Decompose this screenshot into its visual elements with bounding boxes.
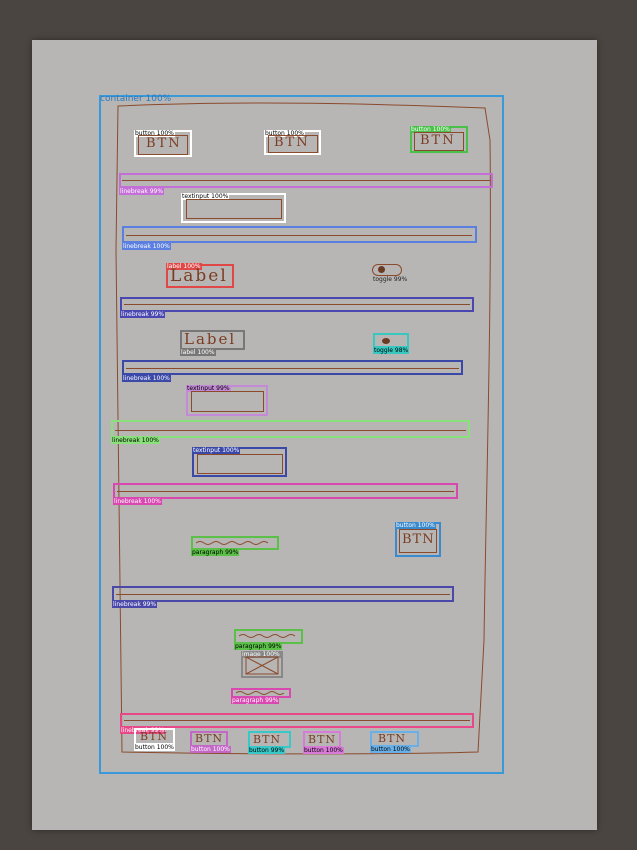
top-button-1-text: BTN	[146, 136, 182, 151]
bottom-button-5-text: BTN	[378, 732, 407, 745]
label-1-tag: label 100%	[166, 263, 202, 270]
linebreak-1-tag: linebreak 99%	[119, 188, 165, 195]
bottom-button-1-text: BTN	[140, 730, 169, 743]
linebreak-1	[119, 173, 493, 188]
linebreak-2-stroke	[126, 235, 472, 236]
image-1-tag: image 100%	[241, 651, 281, 658]
linebreak-6-stroke	[117, 491, 454, 492]
textinput-1[interactable]	[181, 193, 286, 223]
linebreak-3	[120, 297, 474, 312]
linebreak-4-tag: linebreak 100%	[122, 375, 171, 382]
bottom-button-4-text: BTN	[308, 733, 337, 746]
top-button-1-tag: button 100%	[134, 130, 175, 137]
button-right-tag: button 100%	[395, 522, 436, 529]
linebreak-5-stroke	[115, 430, 466, 431]
bottom-button-5-tag: button 100%	[370, 746, 411, 753]
top-button-3-tag: button 100%	[410, 126, 451, 133]
textinput-1-sketch	[186, 199, 282, 219]
linebreak-3-tag: linebreak 99%	[120, 311, 166, 318]
linebreak-1-stroke	[122, 180, 490, 181]
bottom-button-3-tag: button 99%	[248, 747, 286, 754]
button-right-text: BTN	[402, 532, 435, 547]
paragraph-2-scribble	[238, 634, 296, 638]
label-1-text: Label	[170, 266, 228, 286]
linebreak-5-tag: linebreak 100%	[111, 437, 160, 444]
label-2-tag: label 100%	[180, 349, 216, 356]
paragraph-2-tag: paragraph 99%	[234, 643, 283, 650]
button-right-sketch	[399, 529, 437, 553]
linebreak-7-stroke	[116, 594, 450, 595]
linebreak-3-stroke	[124, 304, 470, 305]
paragraph-3-tag: paragraph 99%	[231, 697, 280, 704]
bottom-button-2-text: BTN	[195, 732, 224, 745]
linebreak-4	[122, 360, 463, 375]
top-button-1-sketch	[138, 135, 188, 155]
paragraph-1-scribble	[195, 541, 269, 545]
linebreak-2	[122, 226, 477, 243]
linebreak-8-tag: linebreak 99%	[120, 727, 166, 734]
toggle-2[interactable]	[373, 333, 409, 348]
textinput-1-tag: textinput 100%	[181, 193, 230, 200]
linebreak-4-stroke	[126, 368, 459, 369]
linebreak-6	[113, 483, 458, 499]
paragraph-1-tag: paragraph 99%	[191, 549, 240, 556]
toggle-2-tag: toggle 98%	[373, 347, 410, 354]
paragraph-3-scribble	[235, 691, 285, 695]
container-detection	[99, 95, 504, 774]
textinput-2-sketch	[191, 391, 264, 412]
label-2-text: Label	[184, 330, 237, 348]
container-label: container 100%	[100, 94, 172, 104]
linebreak-5	[111, 420, 470, 438]
top-button-3-sketch	[414, 132, 464, 151]
linebreak-6-tag: linebreak 100%	[113, 498, 162, 505]
bottom-button-2-tag: button 100%	[190, 746, 231, 753]
linebreak-2-tag: linebreak 100%	[122, 243, 171, 250]
toggle-1-tag: toggle 99%	[373, 276, 408, 283]
textinput-3-sketch	[197, 454, 283, 474]
top-button-3-text: BTN	[420, 133, 456, 148]
bottom-button-1-tag: button 100%	[134, 744, 175, 751]
linebreak-8-stroke	[124, 720, 470, 721]
top-button-2-sketch	[268, 135, 318, 153]
linebreak-8	[120, 713, 474, 728]
top-button-2-tag: button 100%	[264, 130, 305, 137]
toggle-1[interactable]	[372, 264, 402, 276]
bottom-button-3-text: BTN	[253, 733, 282, 746]
top-button-2-text: BTN	[274, 135, 310, 150]
textinput-3-tag: textinput 100%	[192, 447, 241, 454]
bottom-button-4-tag: button 100%	[303, 747, 344, 754]
textinput-2-tag: textinput 99%	[186, 385, 231, 392]
toggle-2-knob	[382, 338, 390, 344]
toggle-1-knob	[378, 266, 385, 273]
linebreak-7	[112, 586, 454, 602]
image-placeholder-icon	[245, 656, 279, 675]
linebreak-7-tag: linebreak 99%	[112, 601, 158, 608]
